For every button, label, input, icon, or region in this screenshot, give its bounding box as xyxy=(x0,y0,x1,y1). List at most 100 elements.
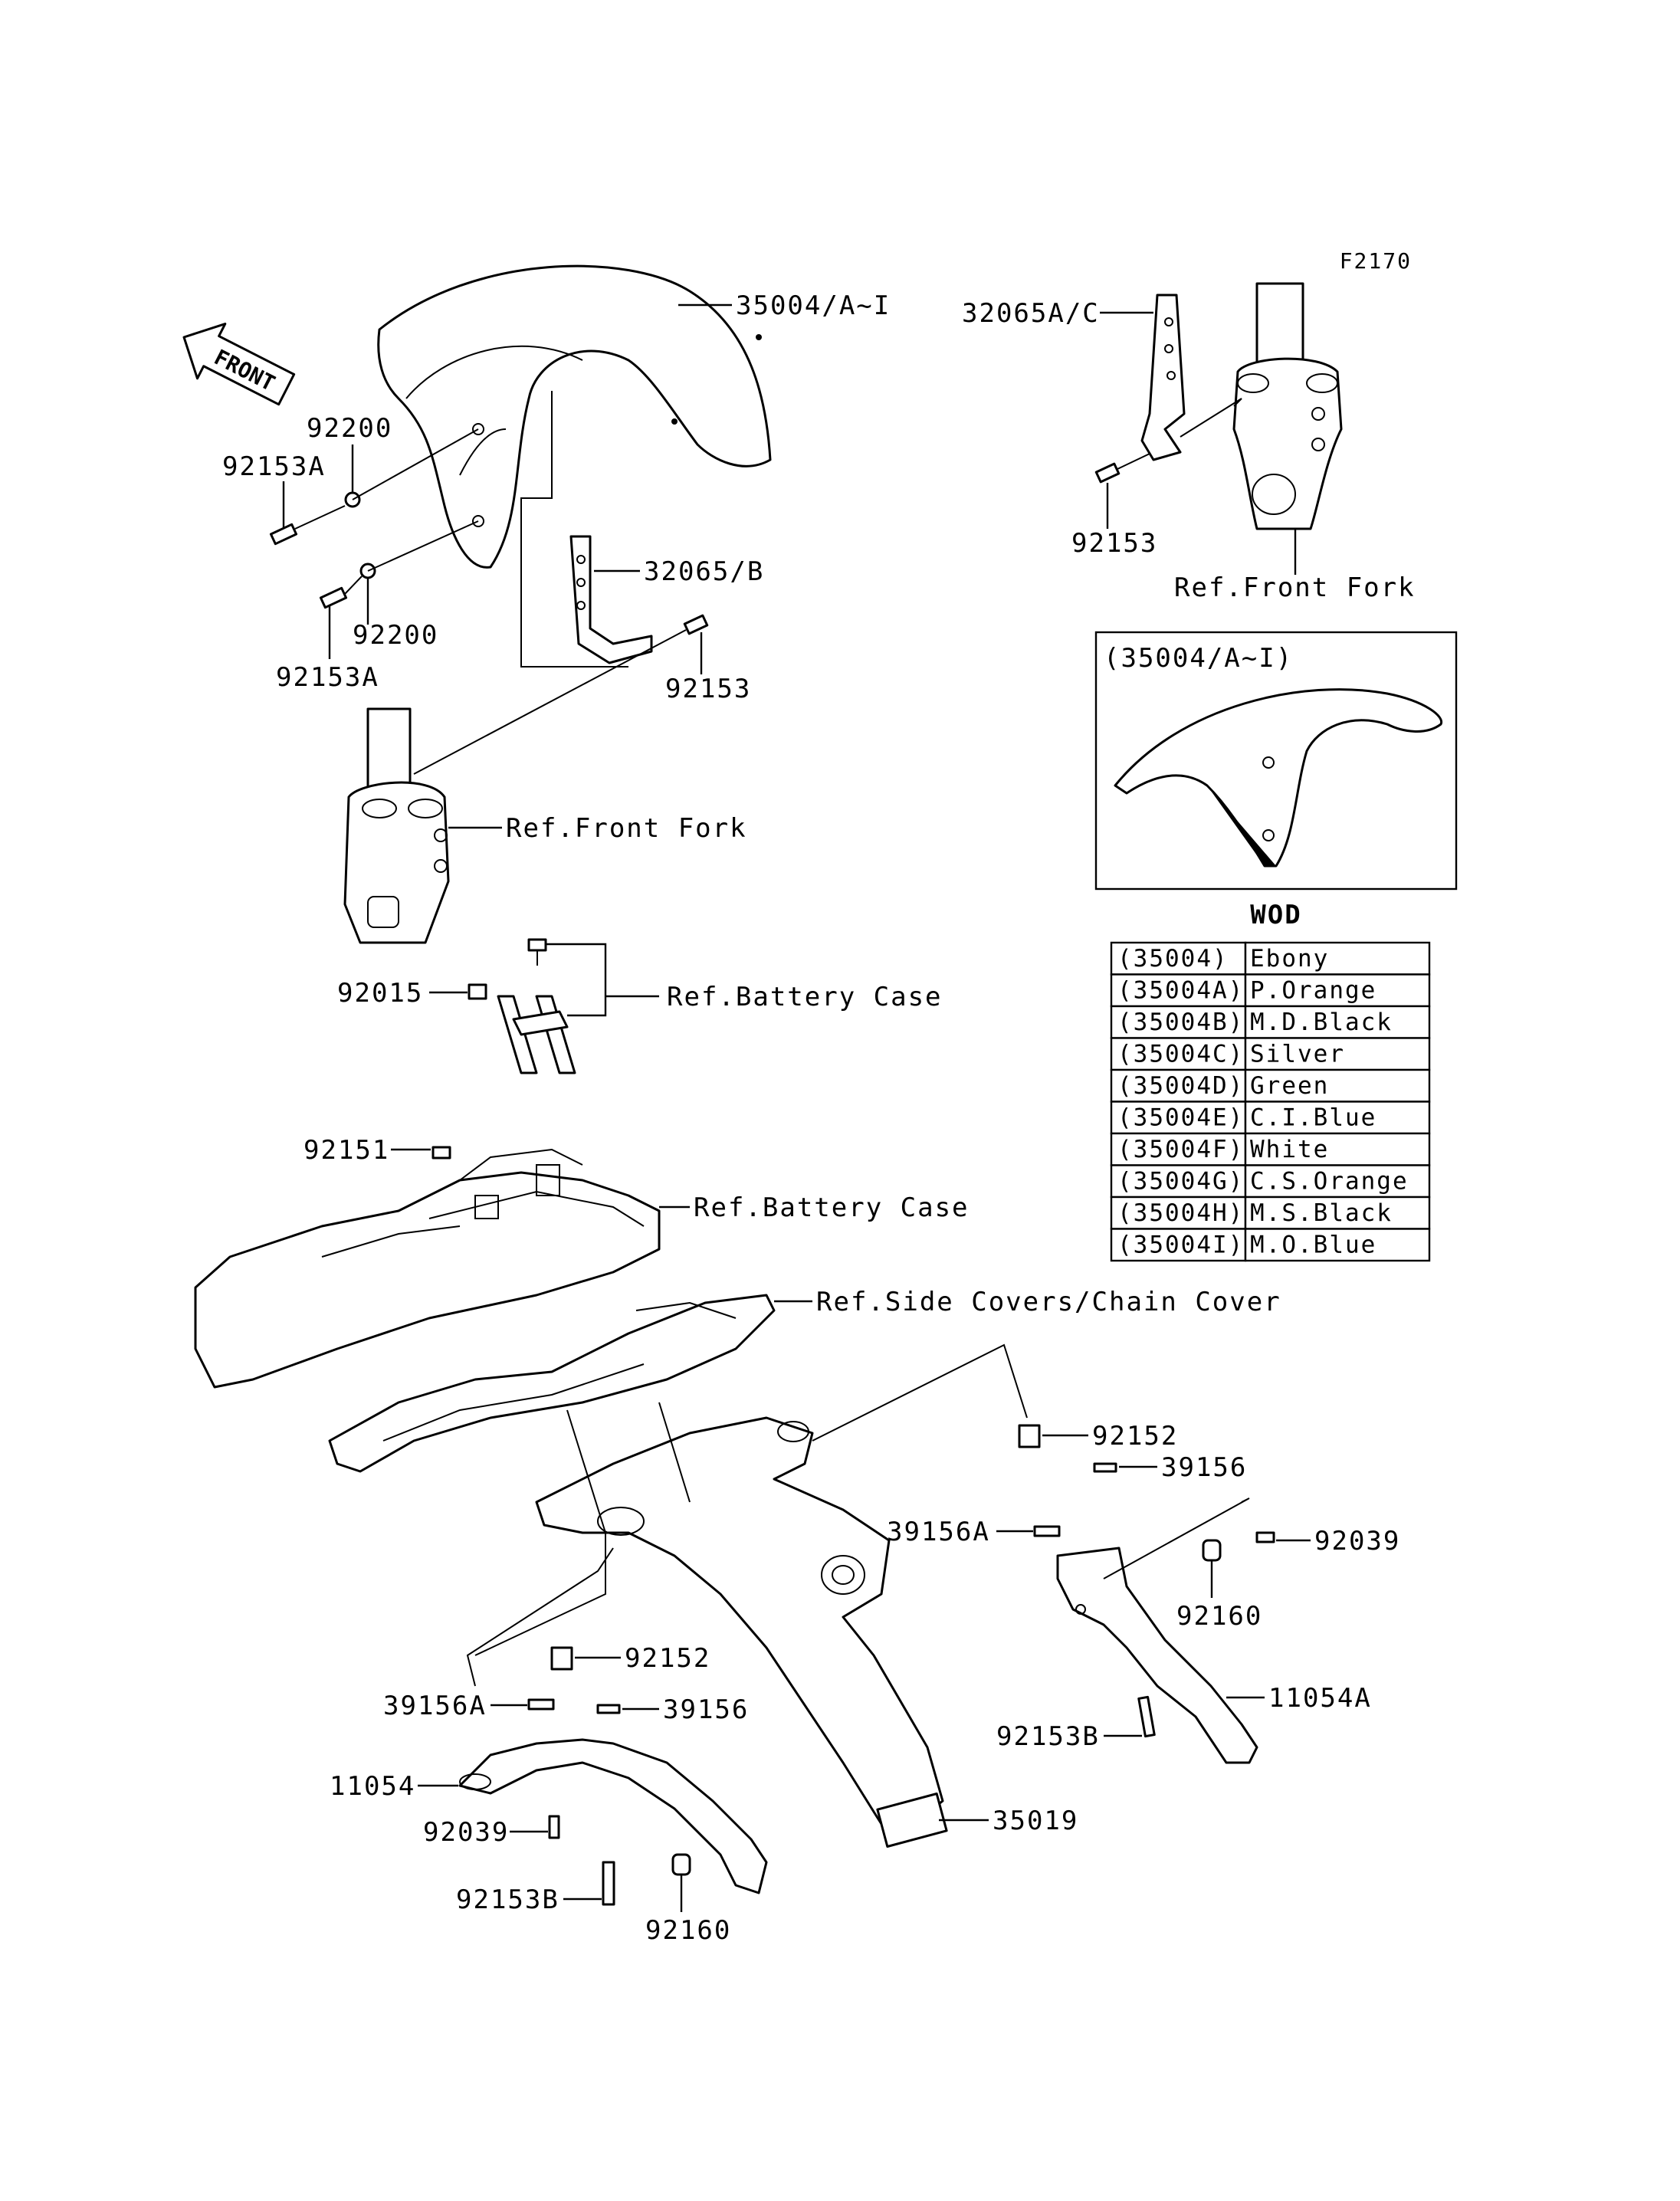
bolt-icon xyxy=(319,586,348,609)
label-39156A-bottom: 39156A xyxy=(383,1691,487,1721)
ref-front-fork-left: Ref.Front Fork xyxy=(506,813,747,844)
bracket-11054 xyxy=(458,1738,768,1894)
color-table-row: (35004E)C.I.Blue xyxy=(1110,1100,1431,1135)
pad-icon xyxy=(527,1698,555,1711)
front-fork-right xyxy=(1232,282,1343,530)
color-name: M.S.Black xyxy=(1250,1199,1393,1227)
ref-battery-case-2: Ref.Battery Case xyxy=(694,1192,970,1223)
color-code: (35004I) xyxy=(1117,1232,1244,1259)
color-table-row: (35004) Ebony xyxy=(1110,941,1431,976)
table-cell xyxy=(1110,1196,1247,1230)
table-cell xyxy=(1244,1228,1431,1262)
battery-bracket xyxy=(497,995,576,1074)
bolt-icon xyxy=(269,523,298,546)
collar-icon xyxy=(1202,1539,1222,1562)
label-11054: 11054 xyxy=(330,1771,415,1802)
bolt-icon xyxy=(602,1861,615,1906)
color-name: Silver xyxy=(1250,1041,1345,1068)
label-92153-right: 92153 xyxy=(1071,528,1157,559)
color-code: (35004E) xyxy=(1117,1104,1244,1132)
color-code: (35004B) xyxy=(1117,1009,1244,1036)
ref-battery-case-1: Ref.Battery Case xyxy=(667,982,943,1012)
label-35004: 35004/A~I xyxy=(736,290,891,321)
bolt-icon xyxy=(548,1815,560,1839)
label-92039-left: 92039 xyxy=(423,1817,509,1848)
bolt-icon xyxy=(1255,1531,1275,1543)
color-name: M.O.Blue xyxy=(1250,1232,1376,1259)
color-table-row: (35004B)M.D.Black xyxy=(1110,1005,1431,1039)
ref-side-covers: Ref.Side Covers/Chain Cover xyxy=(816,1287,1281,1317)
figure-code: F2170 xyxy=(1340,248,1412,274)
color-table-title: WOD xyxy=(1250,900,1301,930)
color-name: C.S.Orange xyxy=(1250,1168,1409,1196)
color-table-row: (35004A)P.Orange xyxy=(1110,973,1431,1008)
bracket-32065AC xyxy=(1140,294,1186,461)
label-32065AC: 32065A/C xyxy=(962,298,1100,329)
color-table-row: (35004D)Green xyxy=(1110,1068,1431,1103)
color-table-row: (35004F)White xyxy=(1110,1132,1431,1166)
inset-title: (35004/A~I) xyxy=(1104,643,1293,674)
label-11054A: 11054A xyxy=(1268,1683,1372,1714)
color-code: (35004D) xyxy=(1117,1072,1244,1100)
ref-front-fork-top: Ref.Front Fork xyxy=(1174,572,1416,603)
label-92200-a: 92200 xyxy=(307,413,392,444)
side-cover xyxy=(328,1294,776,1473)
color-code: (35004H) xyxy=(1117,1199,1244,1227)
label-39156-top: 39156 xyxy=(1161,1452,1247,1483)
color-name: P.Orange xyxy=(1250,977,1376,1005)
nut-icon xyxy=(468,983,487,1000)
bolt-icon xyxy=(683,614,709,635)
pad-icon xyxy=(1093,1462,1117,1473)
rivet-icon xyxy=(1018,1424,1041,1448)
label-92039-right: 92039 xyxy=(1314,1526,1400,1556)
rear-fender xyxy=(535,1416,948,1848)
label-92160-right: 92160 xyxy=(1176,1601,1262,1632)
color-name: Ebony xyxy=(1250,945,1329,973)
table-cell xyxy=(1244,1132,1431,1166)
color-code: (35004) xyxy=(1117,945,1229,973)
rivet-icon xyxy=(550,1646,573,1671)
color-name: C.I.Blue xyxy=(1250,1104,1376,1132)
label-92151: 92151 xyxy=(304,1135,389,1166)
table-cell xyxy=(1244,1068,1431,1103)
table-cell xyxy=(1110,1037,1247,1071)
label-92153B-right: 92153B xyxy=(996,1721,1100,1752)
color-table-row: (35004H)M.S.Black xyxy=(1110,1196,1431,1230)
bolt-icon xyxy=(1137,1695,1156,1738)
label-92160-left: 92160 xyxy=(645,1915,731,1946)
table-cell xyxy=(1110,973,1247,1008)
pad-icon xyxy=(1033,1525,1061,1537)
label-32065B: 32065/B xyxy=(644,556,764,587)
undertray xyxy=(194,1148,661,1389)
bolt-icon xyxy=(1094,462,1121,484)
color-table-row: (35004I)M.O.Blue xyxy=(1110,1228,1431,1262)
label-39156A-top: 39156A xyxy=(887,1517,990,1547)
color-code: (35004A) xyxy=(1117,977,1244,1005)
bolt-icon xyxy=(527,938,547,952)
color-name: Green xyxy=(1250,1072,1329,1100)
label-39156-bottom: 39156 xyxy=(663,1694,749,1725)
label-92153A-b: 92153A xyxy=(276,662,379,693)
color-code: (35004F) xyxy=(1117,1136,1244,1163)
color-table-row: (35004G)C.S.Orange xyxy=(1110,1164,1431,1199)
bolt-icon xyxy=(431,1146,451,1160)
bracket-32065B xyxy=(569,535,653,664)
front-fender xyxy=(377,264,772,569)
table-cell xyxy=(1244,973,1431,1008)
label-92153A-a: 92153A xyxy=(222,451,326,482)
color-table-row: (35004C)Silver xyxy=(1110,1037,1431,1071)
table-cell xyxy=(1110,1132,1247,1166)
table-cell xyxy=(1244,1196,1431,1230)
label-92200-b: 92200 xyxy=(353,620,438,651)
front-arrow-icon: FRONT xyxy=(182,323,296,406)
label-92153-left: 92153 xyxy=(665,674,751,704)
bracket-11054A xyxy=(1056,1547,1258,1764)
label-35019: 35019 xyxy=(993,1806,1078,1836)
color-code: (35004G) xyxy=(1117,1168,1244,1196)
label-92015: 92015 xyxy=(337,978,423,1009)
label-92153B-left: 92153B xyxy=(456,1884,559,1915)
inset-fender xyxy=(1114,688,1443,868)
color-name: M.D.Black xyxy=(1250,1009,1393,1036)
label-92152-bottom: 92152 xyxy=(625,1643,710,1674)
